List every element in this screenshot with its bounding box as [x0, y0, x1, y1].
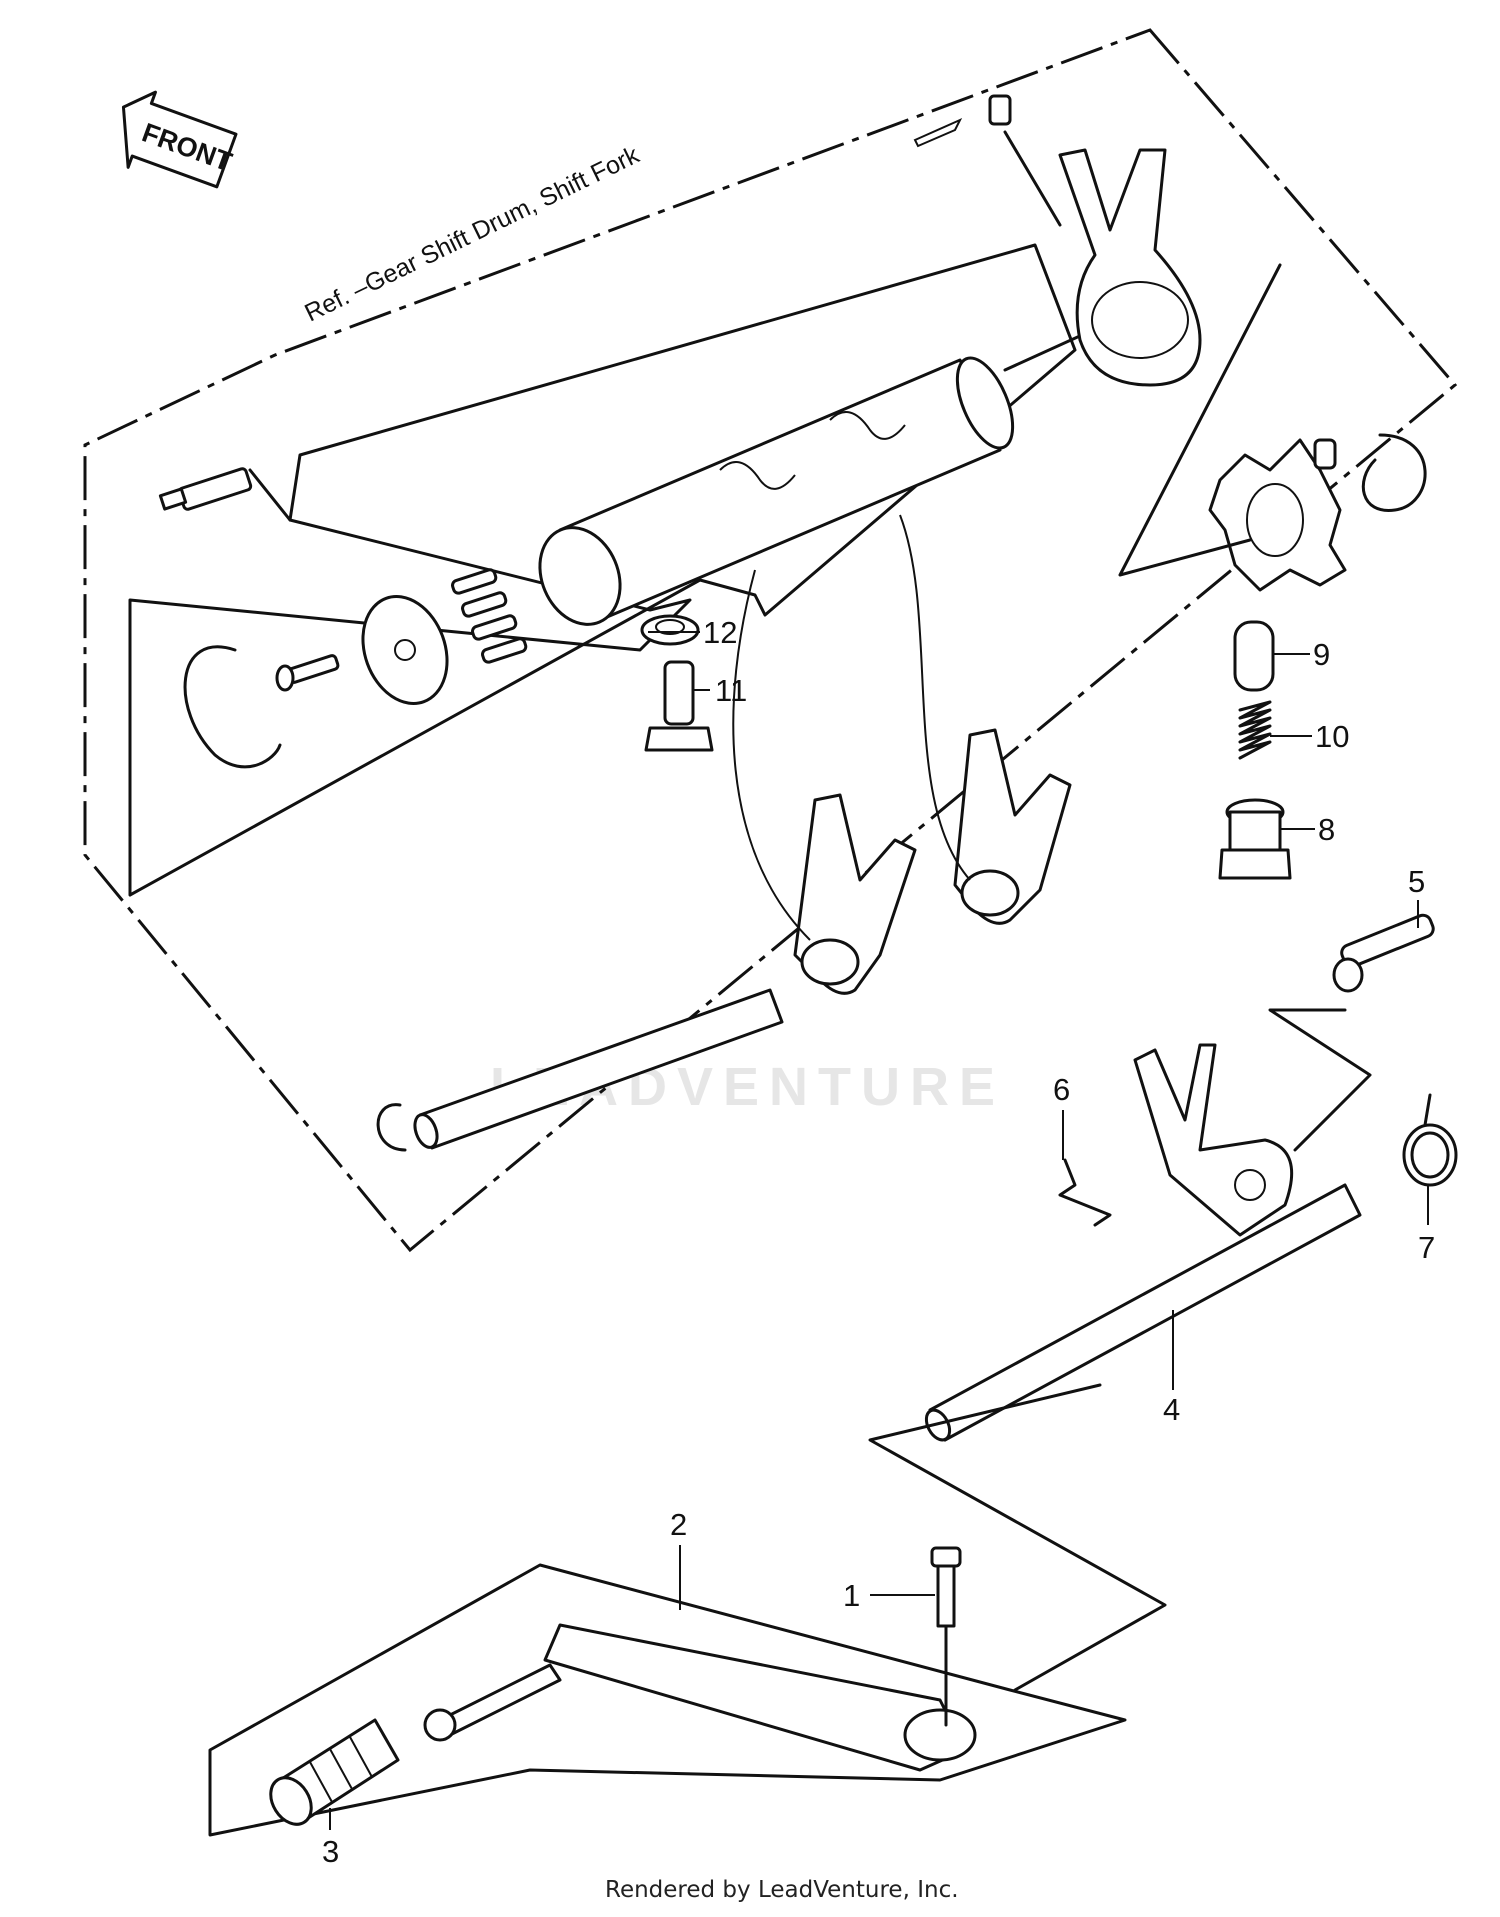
- callout-10: 10: [1315, 719, 1349, 754]
- callout-1: 1: [843, 1578, 860, 1613]
- dowel-pin-icon: [1313, 438, 1337, 470]
- pin-plate-icon: [361, 595, 449, 705]
- callout-4: 4: [1163, 1392, 1180, 1427]
- shift-fork-upper-icon: [913, 94, 1202, 387]
- shaft-frame: [1268, 1008, 1372, 1152]
- positioning-plate-icon: [1208, 438, 1347, 592]
- part-7-icon: [1402, 1093, 1458, 1187]
- callout-11: 11: [715, 673, 747, 708]
- part-5-icon: [1332, 913, 1435, 993]
- drum-pins-icon: [451, 568, 528, 664]
- reference-note: Ref. –Gear Shift Drum, Shift Fork: [300, 141, 644, 328]
- circlip-icon: [183, 645, 282, 769]
- shift-fork-right-icon: [953, 728, 1072, 925]
- shift-shaft-icon: [924, 1043, 1362, 1442]
- callout-3: 3: [322, 1834, 339, 1869]
- callout-6: 6: [1053, 1072, 1070, 1107]
- callout-leaders: [329, 631, 1429, 1830]
- plate-screw-icon: [275, 654, 340, 692]
- part-12-icon: [640, 614, 700, 646]
- callout-5: 5: [1408, 864, 1425, 899]
- part-8-icon: [1218, 798, 1292, 880]
- part-9-icon: [1233, 620, 1275, 692]
- snap-ring-icon: [1361, 433, 1427, 512]
- callout-9: 9: [1313, 637, 1330, 672]
- callout-8: 8: [1318, 812, 1335, 847]
- fork-rod-icon: [376, 988, 784, 1152]
- part-6-icon: [1058, 1158, 1112, 1227]
- callout-12: 12: [703, 615, 737, 650]
- shift-pedal-icon: [423, 1623, 977, 1772]
- shift-fork-left-icon: [793, 793, 917, 995]
- front-arrow-icon: FRONT: [121, 90, 238, 189]
- plate-frame: [1118, 263, 1282, 577]
- part-10-icon: [1238, 700, 1272, 760]
- callout-7: 7: [1418, 1230, 1435, 1265]
- pedal-link-frame: [868, 1383, 1167, 1692]
- shift-drum-icon: [538, 318, 1117, 626]
- guide-line-left: [732, 569, 811, 941]
- part-3-icon: [269, 1718, 400, 1826]
- pedal-frame: [208, 1563, 1127, 1837]
- guide-line-right: [899, 514, 971, 881]
- callout-2: 2: [670, 1507, 687, 1542]
- reference-frame: [83, 28, 1458, 1253]
- footer-credit: Rendered by LeadVenture, Inc.: [605, 1877, 959, 1903]
- part-11-icon: [644, 660, 714, 752]
- neutral-switch-icon: [158, 467, 292, 522]
- part-1-icon: [930, 1546, 962, 1727]
